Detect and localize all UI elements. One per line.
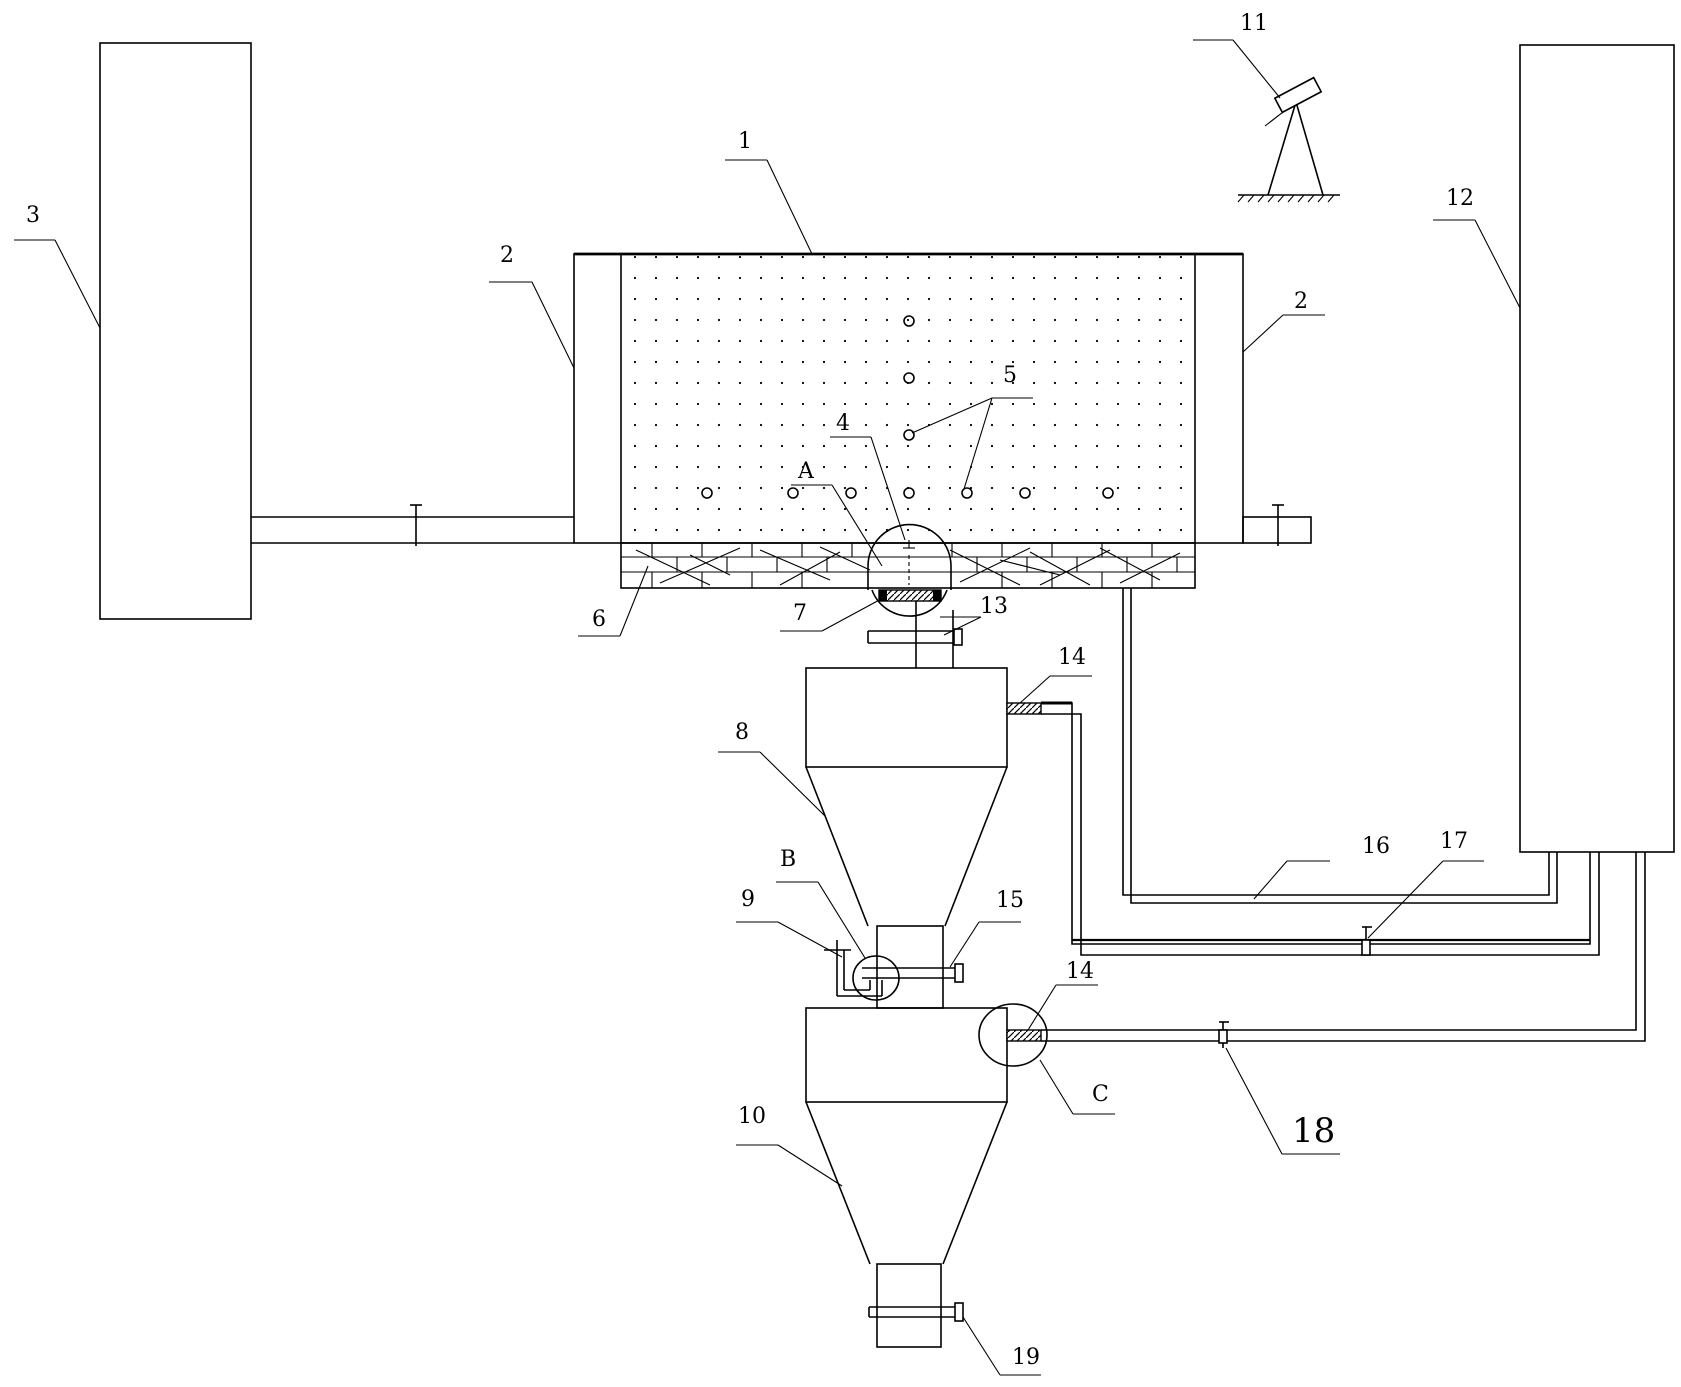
label-a: A <box>797 459 815 484</box>
label-11: 11 <box>1240 11 1268 36</box>
label-c: C <box>1092 1082 1109 1107</box>
label-19: 19 <box>1012 1345 1040 1370</box>
valve-19 <box>868 1302 964 1322</box>
device-12 <box>1519 44 1675 853</box>
label-2-right: 2 <box>1294 289 1308 314</box>
main-box-1 <box>573 252 1244 544</box>
sensor-points-5 <box>701 315 1114 499</box>
detail-circle-b <box>852 955 900 1001</box>
seal-14-lower <box>1006 1029 1042 1042</box>
pipe-17 <box>1041 701 1600 956</box>
label-2-left: 2 <box>500 243 514 268</box>
label-12: 12 <box>1446 186 1474 211</box>
label-3: 3 <box>26 203 40 228</box>
labels: 1 2 2 3 4 5 6 7 8 9 10 11 12 13 14 14 15… <box>26 11 1474 1370</box>
label-b: B <box>780 847 796 872</box>
left-inlet-pipe <box>251 504 574 546</box>
vessel-10 <box>805 1007 1008 1348</box>
label-13: 13 <box>980 594 1008 619</box>
valve-17 <box>1361 926 1372 956</box>
label-5: 5 <box>1003 363 1017 388</box>
drain-outlet-4 <box>903 540 915 585</box>
tank-3 <box>99 42 252 620</box>
label-8: 8 <box>735 720 749 745</box>
label-1: 1 <box>738 129 752 154</box>
label-14-upper: 14 <box>1058 645 1086 670</box>
label-6: 6 <box>592 607 606 632</box>
seal-7 <box>878 589 942 602</box>
detail-circle-c <box>978 1003 1048 1067</box>
right-outlet-pipe <box>1242 504 1312 546</box>
seal-14-upper <box>1006 702 1042 715</box>
label-16: 16 <box>1362 834 1390 859</box>
label-10: 10 <box>738 1104 766 1129</box>
label-18: 18 <box>1292 1111 1335 1151</box>
label-4: 4 <box>836 411 850 436</box>
label-15: 15 <box>996 888 1024 913</box>
connector-pipe-13 <box>867 601 963 668</box>
label-9: 9 <box>741 887 755 912</box>
valve-18 <box>1218 1021 1229 1048</box>
label-7: 7 <box>793 601 807 626</box>
label-14-lower: 14 <box>1066 959 1094 984</box>
pipe-18 <box>1041 852 1646 1048</box>
filter-layer-6 <box>620 542 1196 589</box>
valve-15 <box>862 963 964 983</box>
camera-11 <box>1237 76 1340 203</box>
label-17: 17 <box>1440 829 1468 854</box>
pipe-16 <box>1122 588 1558 904</box>
leader-lines <box>14 39 1521 1376</box>
left-inlet-valve <box>410 504 422 546</box>
vessel-8 <box>805 667 1008 1009</box>
